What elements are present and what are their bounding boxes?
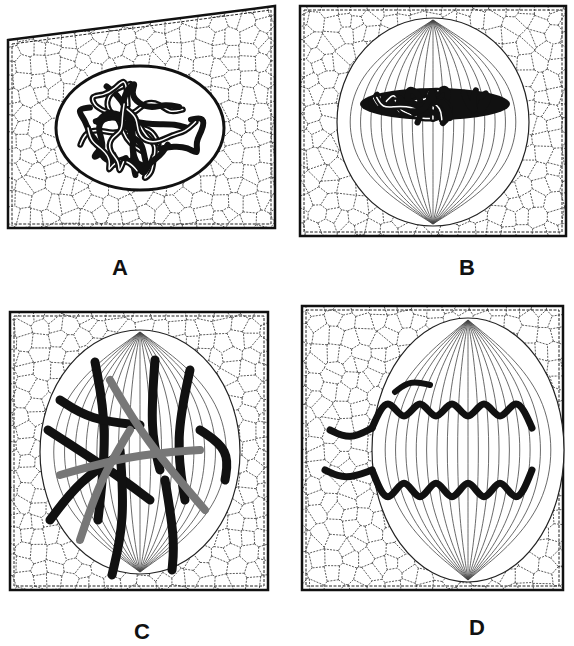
spindle-fiber	[371, 20, 433, 224]
spindle-fiber	[427, 320, 468, 580]
chromosome	[127, 109, 196, 142]
chromosome	[123, 84, 179, 107]
spindle-fiber	[433, 20, 434, 224]
spindle-fiber	[468, 320, 499, 580]
cell-wall	[300, 6, 566, 236]
nucleus	[56, 66, 224, 190]
chromosome	[98, 113, 188, 128]
spindle-fiber	[468, 320, 489, 580]
cell-membrane	[12, 10, 271, 224]
cytoplasm-network	[300, 6, 566, 236]
spindle-fiber	[392, 20, 433, 224]
plant-cell	[10, 312, 268, 590]
spindle-fiber	[447, 320, 468, 580]
chromosome-highlight	[377, 97, 418, 109]
spindle-fiber	[468, 320, 540, 580]
spindle-fiber	[54, 332, 140, 572]
spindle-fiber	[350, 20, 433, 224]
spindle-fiber	[468, 320, 551, 580]
chromosome-highlight	[127, 109, 196, 142]
chromosome	[480, 97, 489, 110]
chromosome	[395, 382, 430, 392]
chromosome	[412, 92, 433, 111]
spindle-fiber	[423, 20, 433, 224]
spindle-fiber	[458, 320, 468, 580]
cytoplasm-network	[302, 306, 563, 590]
chromosome	[377, 97, 418, 109]
spindle-area	[372, 318, 564, 582]
chromosome	[165, 480, 173, 570]
spindle-fiber	[129, 332, 140, 572]
cytoplasm-texture	[302, 306, 563, 590]
chromosome	[200, 430, 227, 480]
cell-membrane	[304, 10, 562, 232]
spindle-fiber	[396, 320, 468, 580]
spindle-fiber	[416, 320, 468, 580]
plant-cell	[300, 6, 566, 236]
plant-cell	[8, 6, 275, 228]
spindle-fiber	[468, 320, 478, 580]
metaphase-plate	[360, 88, 510, 120]
spindle-fiber	[406, 320, 468, 580]
chromosome	[60, 450, 200, 475]
plant-cell	[302, 306, 564, 590]
chromosome	[112, 450, 122, 575]
chromosome-highlight	[110, 104, 124, 170]
panel-letter: B	[459, 257, 475, 279]
spindle-fiber	[468, 320, 469, 580]
spindle-fiber	[385, 320, 468, 580]
panel-letter: A	[112, 257, 128, 279]
chromosome	[372, 470, 532, 497]
chromosome	[325, 470, 372, 477]
chromosome	[464, 90, 476, 109]
cytoplasm-network	[8, 6, 275, 228]
panel-letter: C	[134, 621, 150, 643]
chromosome	[372, 404, 532, 428]
cytoplasm-texture	[10, 312, 268, 590]
spindle-fiber	[437, 320, 468, 580]
chromosome	[330, 428, 372, 436]
cytoplasm-network	[10, 312, 268, 590]
spindle-fiber	[433, 20, 464, 224]
cell-wall	[10, 312, 268, 590]
spindle-fiber	[468, 320, 509, 580]
cell-wall	[302, 306, 563, 590]
spindle-area	[40, 330, 240, 574]
cell-wall	[8, 6, 275, 228]
cytoplasm-texture	[300, 6, 566, 236]
spindle-fiber	[361, 20, 433, 224]
spindle-fiber	[433, 20, 474, 224]
chromosome	[80, 430, 130, 540]
chromosome	[132, 124, 168, 173]
spindle-fiber	[468, 320, 530, 580]
spindle-fiber	[381, 20, 433, 224]
chromosome	[110, 104, 124, 170]
spindle-area	[337, 18, 529, 226]
cell-membrane	[14, 316, 264, 586]
cytoplasm-texture	[8, 6, 275, 228]
panel-letter: D	[469, 617, 485, 639]
